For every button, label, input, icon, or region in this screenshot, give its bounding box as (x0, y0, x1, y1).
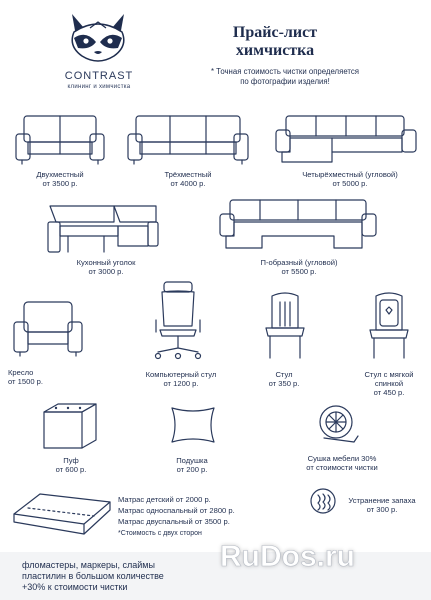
pouf-icon (43, 403, 97, 449)
footer-band (0, 552, 431, 600)
odor-removal-icon (310, 488, 336, 514)
dryer-fan-icon (319, 405, 359, 443)
mattress-icon (13, 493, 111, 535)
two-seat-sofa-icon (15, 115, 105, 165)
item-label: Подушка от 200 р. (176, 456, 208, 474)
item-label: Стул от 350 р. (268, 370, 300, 388)
corner-sofa-icon (275, 115, 417, 163)
note-line-1: * Точная стоимость чистки определяется (210, 67, 360, 76)
item-label: Компьютерный стул от 1200 р. (145, 370, 217, 388)
brand-subtitle: клининг и химчистка (67, 84, 131, 90)
item-label: Четырёхместный (угловой) от 5000 р. (302, 170, 398, 188)
chair-icon (265, 292, 305, 359)
price-note: * Точная стоимость чистки определяется п… (190, 67, 380, 87)
brand-name: CONTRAST (64, 70, 134, 82)
raccoon-logo-icon (71, 14, 125, 62)
item-label: Пуф от 600 р. (55, 456, 87, 474)
soft-chair-icon (369, 292, 409, 359)
mattress-prices: Матрас детский от 2000 р. Матрас односпа… (118, 495, 235, 526)
title-line-2: химчистка (235, 42, 315, 59)
mattress-note: *Стоимость с двух сторон (118, 530, 202, 537)
item-label: Стул с мягкой спинкой от 450 р. (364, 370, 414, 397)
page-title: Прайс-лист химчистка (200, 24, 350, 60)
item-label: Трёхместный от 4000 р. (164, 170, 212, 188)
pillow-icon (171, 407, 215, 443)
item-label: П-образный (угловой) от 5500 р. (260, 258, 338, 276)
item-label: Кухонный уголок от 3000 р. (76, 258, 136, 276)
watermark: RuDos.ru (220, 540, 356, 574)
title-line-1: Прайс-лист (232, 24, 318, 41)
item-label: Двухместный от 3500 р. (36, 170, 84, 188)
footer-text: фломастеры, маркеры, слаймы пластилин в … (22, 560, 164, 592)
armchair-icon (13, 301, 83, 357)
note-line-2: по фотографии изделия! (240, 77, 330, 86)
u-shaped-sofa-icon (219, 199, 377, 249)
kitchen-corner-icon (47, 205, 159, 253)
item-label: Кресло от 1500 р. (8, 368, 43, 386)
office-chair-icon (154, 281, 202, 360)
item-label: Устранение запаха от 300 р. (348, 496, 416, 514)
three-seat-sofa-icon (127, 115, 249, 165)
item-label: Сушка мебели 30% от стоимости чистки (306, 454, 378, 472)
